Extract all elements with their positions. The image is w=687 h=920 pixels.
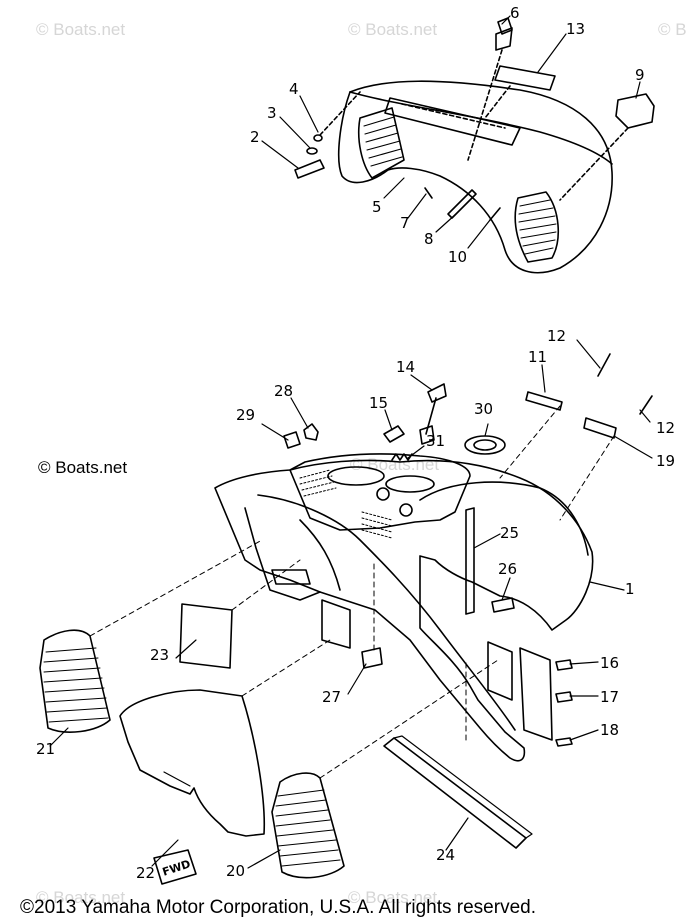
callout-22: 22 xyxy=(136,864,155,882)
fastener-part-16 xyxy=(555,659,573,671)
callout-16: 16 xyxy=(600,654,619,672)
callout-10: 10 xyxy=(448,248,467,266)
watermark-top-middle: © Boats.net xyxy=(348,20,438,39)
watermark-middle-left: © Boats.net xyxy=(38,458,128,477)
callout-24: 24 xyxy=(436,846,455,864)
callout-12a: 12 xyxy=(547,327,566,345)
callout-9: 9 xyxy=(635,66,645,84)
bolt-part-upper xyxy=(597,353,611,377)
support-bar-part xyxy=(465,507,475,615)
copyright-notice: ©2013 Yamaha Motor Corporation, U.S.A. A… xyxy=(20,897,536,918)
left-side-panel-part xyxy=(39,629,111,733)
right-side-panel-part xyxy=(271,772,345,879)
callout-28: 28 xyxy=(274,382,293,400)
callout-6: 6 xyxy=(510,4,520,22)
callout-5: 5 xyxy=(372,198,382,216)
bolt-part xyxy=(447,189,477,219)
callout-2: 2 xyxy=(250,128,260,146)
callout-7: 7 xyxy=(400,214,410,232)
callout-23: 23 xyxy=(150,646,169,664)
spring-part xyxy=(391,453,413,461)
label-plate-part xyxy=(494,65,556,91)
watermark-bottom-middle: © Boats.net xyxy=(348,888,438,907)
hinge-plate-part xyxy=(525,391,563,411)
choke-knob-part xyxy=(419,383,447,445)
callout-11: 11 xyxy=(528,348,547,366)
front-body-panel-part xyxy=(214,453,594,762)
knob-part xyxy=(467,17,513,161)
floor-mat-part xyxy=(119,689,266,837)
callout-3: 3 xyxy=(267,104,277,122)
fwd-label: FWD xyxy=(161,857,192,878)
fwd-tag-part xyxy=(153,849,197,885)
watermark-top-left: © Boats.net xyxy=(36,20,126,39)
callout-1: 1 xyxy=(625,580,635,598)
bolt-part-right xyxy=(639,395,653,415)
retaining-clip-part xyxy=(303,423,319,441)
fastener-part-18 xyxy=(555,737,573,747)
callout-26: 26 xyxy=(498,560,517,578)
hinge-part xyxy=(583,417,617,439)
callout-31: 31 xyxy=(426,432,445,450)
callout-8: 8 xyxy=(424,230,434,248)
callout-27: 27 xyxy=(322,688,341,706)
callout-14: 14 xyxy=(396,358,415,376)
pin-part xyxy=(424,187,433,199)
callout-15: 15 xyxy=(369,394,388,412)
bracket-part xyxy=(559,93,655,201)
grommet-part xyxy=(464,435,506,455)
callout-25: 25 xyxy=(500,524,519,542)
fastener-part-17 xyxy=(555,691,573,703)
callout-29: 29 xyxy=(236,406,255,424)
callout-18: 18 xyxy=(600,721,619,739)
clip-part xyxy=(383,425,405,443)
callout-17: 17 xyxy=(600,688,619,706)
callout-19: 19 xyxy=(656,452,675,470)
callout-4: 4 xyxy=(289,80,299,98)
screw-washer-stack-part xyxy=(294,91,361,179)
callout-21: 21 xyxy=(36,740,55,758)
callout-13: 13 xyxy=(566,20,585,38)
watermark-bottom-left: © Boats.net xyxy=(36,888,126,907)
callout-20: 20 xyxy=(226,862,245,880)
small-plate-part xyxy=(491,597,515,613)
callout-labels: 1 2 3 4 5 6 7 8 9 10 11 12 12 13 14 15 1… xyxy=(36,4,675,882)
foam-pad-part xyxy=(179,603,233,669)
callout-12b: 12 xyxy=(656,419,675,437)
callout-30: 30 xyxy=(474,400,493,418)
dashboard-cover-part xyxy=(337,80,613,274)
nut-part xyxy=(283,431,301,449)
screw-part xyxy=(489,207,501,221)
watermark-top-right: © B xyxy=(658,20,687,39)
